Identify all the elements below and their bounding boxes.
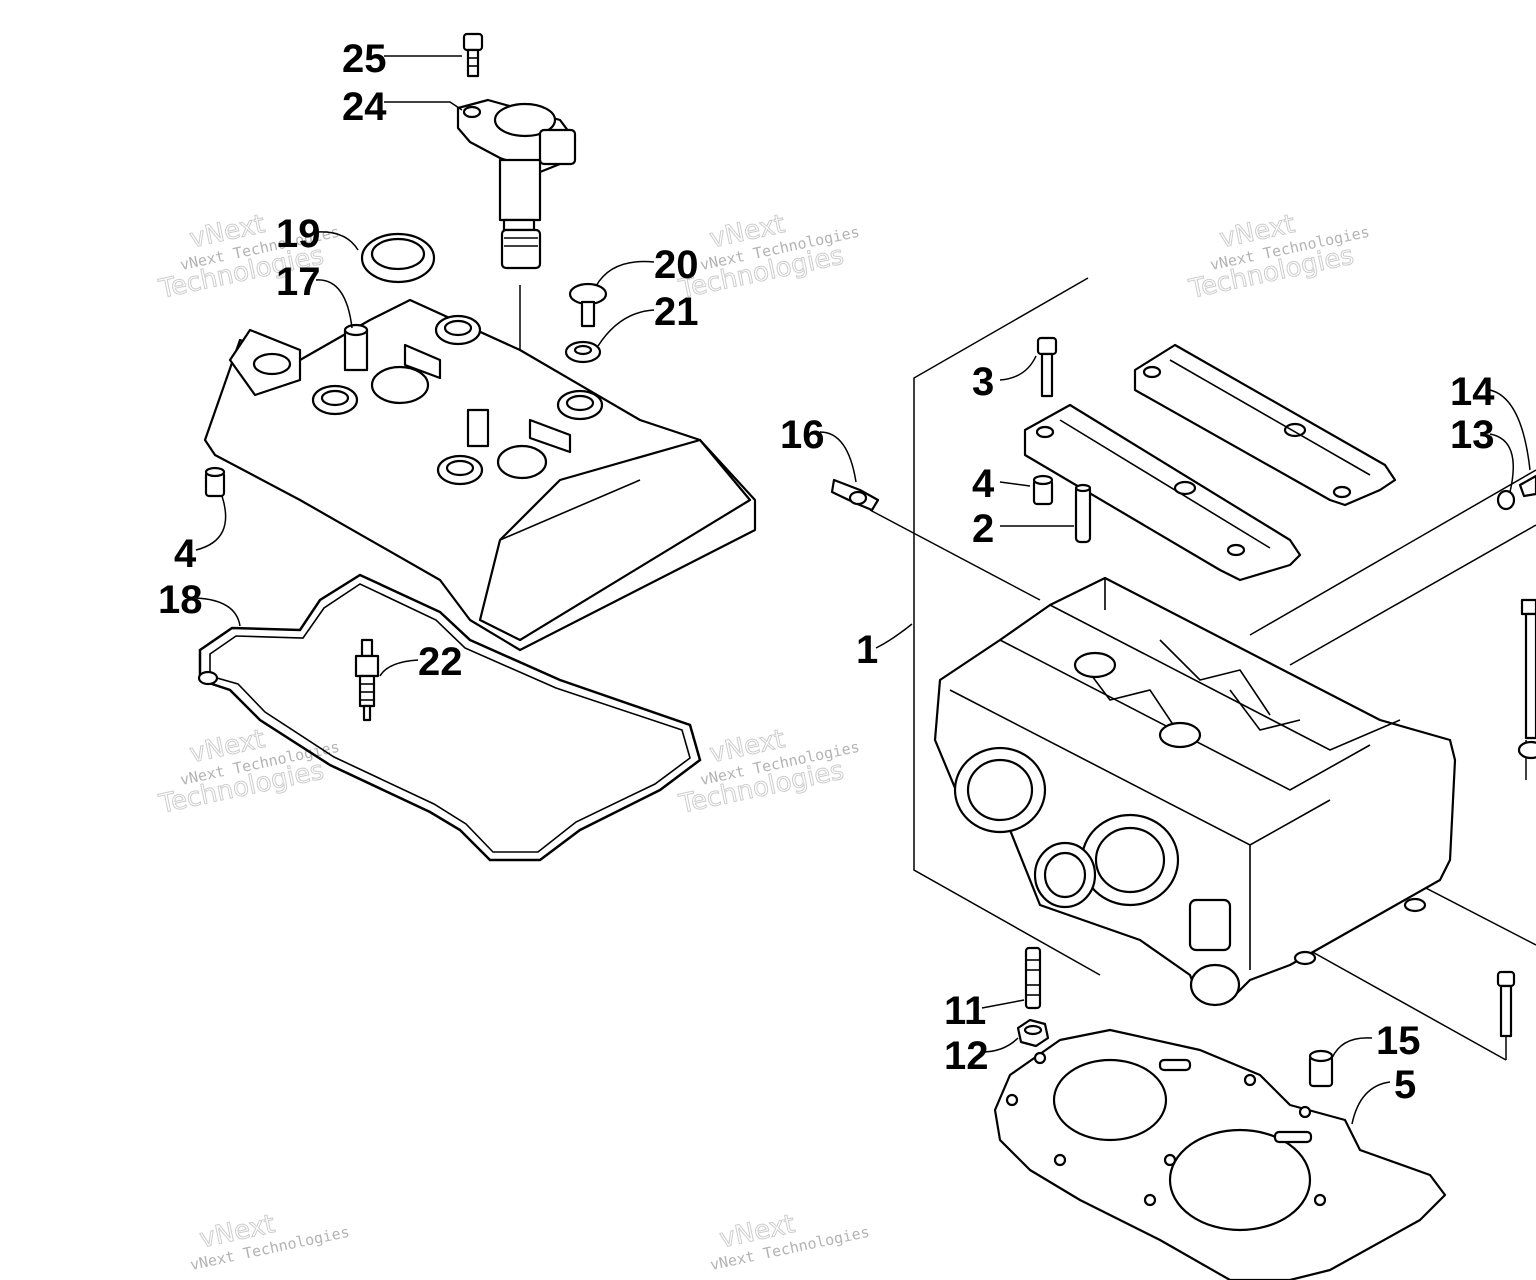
callout-22: 22 — [418, 640, 463, 684]
part-valve-cover — [203, 298, 757, 652]
part-pin-2 — [1074, 483, 1092, 544]
part-cylinder-head-1 — [933, 576, 1457, 1007]
callout-2: 2 — [972, 507, 994, 551]
part-stud-11 — [1024, 946, 1042, 1010]
part-head-gasket-5 — [993, 1028, 1447, 1280]
callout-12: 12 — [944, 1034, 989, 1078]
assembly-frame — [869, 277, 1536, 1061]
callout-4-left: 4 — [174, 532, 197, 576]
watermark-bl: vNext vNext Technologies — [188, 1209, 351, 1274]
part-plug-20 — [568, 282, 608, 328]
part-dowel-15 — [1308, 1049, 1334, 1088]
watermark-mc: vNext vNext Technologies Technologies — [675, 724, 861, 821]
part-bolt-25 — [462, 32, 484, 78]
part-gasket-18 — [197, 573, 702, 862]
callout-21: 21 — [654, 290, 699, 334]
part-washer-13 — [1496, 489, 1516, 511]
callout-1: 1 — [856, 628, 878, 672]
callout-13: 13 — [1450, 413, 1495, 457]
part-nut-12 — [1016, 1018, 1050, 1048]
callout-24: 24 — [342, 85, 387, 129]
part-fitting-16 — [830, 478, 880, 512]
callout-20: 20 — [654, 243, 699, 287]
watermark-tr: vNext vNext Technologies Technologies — [1185, 209, 1371, 306]
callout-25: 25 — [342, 37, 387, 81]
part-long-bolt — [1517, 598, 1536, 760]
part-cam-cap-rear — [1133, 343, 1397, 507]
part-washer-21 — [564, 340, 602, 364]
watermark-bc: vNext vNext Technologies — [708, 1209, 871, 1274]
part-dowel-4-left — [204, 466, 226, 498]
callout-15: 15 — [1376, 1019, 1421, 1063]
callout-3: 3 — [972, 360, 994, 404]
leader-lines — [195, 55, 1531, 1125]
callout-17: 17 — [276, 260, 321, 304]
callout-14: 14 — [1450, 370, 1495, 414]
watermark-tc: vNext vNext Technologies Technologies — [675, 209, 861, 306]
watermark-ml: vNext vNext Technologies Technologies — [155, 724, 341, 821]
part-ignition-coil-24 — [456, 98, 577, 270]
callout-4-right: 4 — [972, 462, 995, 506]
part-dowel-4-right — [1032, 474, 1054, 506]
callout-16: 16 — [780, 413, 825, 457]
part-spark-plug-22 — [354, 638, 380, 722]
part-seal-19 — [360, 232, 436, 284]
callout-5: 5 — [1394, 1063, 1416, 1107]
part-bolt-14 — [1518, 474, 1536, 498]
callout-11: 11 — [944, 989, 986, 1033]
callout-labels: 25 24 19 17 20 21 3 14 13 16 4 4 2 18 1 … — [158, 37, 1495, 1107]
callout-19: 19 — [276, 212, 321, 256]
part-bolt-lower-right — [1496, 970, 1516, 1038]
part-bolt-3 — [1036, 336, 1058, 398]
part-cam-cap-front — [1023, 403, 1302, 582]
callout-18: 18 — [158, 578, 203, 622]
